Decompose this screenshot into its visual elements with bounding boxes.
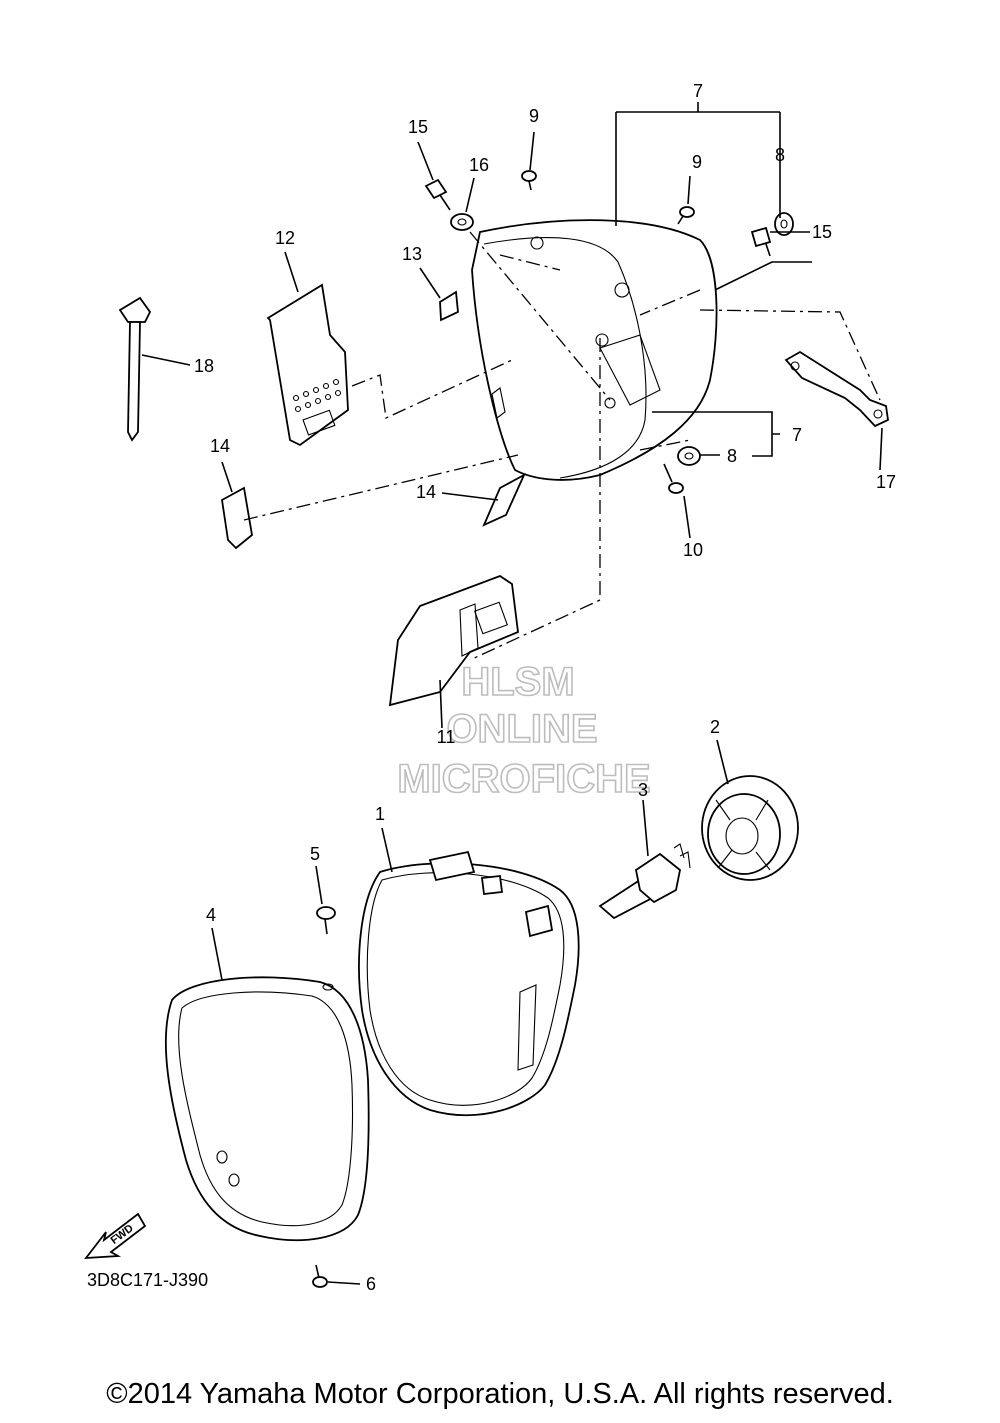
copyright-notice: ©2014 Yamaha Motor Corporation, U.S.A. A… <box>106 1378 894 1410</box>
part-12-cover <box>266 283 349 447</box>
watermark-line2: ONLINE <box>446 707 597 751</box>
part-18-cable-band <box>118 296 152 442</box>
bolt-15-right <box>750 226 772 257</box>
watermark-line1: HLSM <box>461 660 574 704</box>
fwd-arrow-icon: FWD <box>84 1212 147 1260</box>
callout-4: 4 <box>206 905 216 925</box>
callout-10: 10 <box>683 540 703 560</box>
collar-16 <box>450 213 474 231</box>
watermark: HLSM ONLINE MICROFICHE <box>397 659 652 802</box>
callout-7-top: 7 <box>693 81 703 101</box>
callout-18: 18 <box>194 356 214 376</box>
callout-11: 11 <box>437 727 456 747</box>
part-2-cap <box>701 775 799 881</box>
callout-7-bottom: 7 <box>792 425 802 445</box>
screw-10 <box>663 463 684 494</box>
leader-lines <box>141 102 883 1285</box>
callout-9-right: 9 <box>692 152 702 172</box>
grommet-8-top <box>774 212 794 236</box>
headlight-housing <box>471 219 718 481</box>
callout-9-left: 9 <box>529 106 539 126</box>
part-11-cover <box>388 574 519 707</box>
callout-17: 17 <box>876 472 896 492</box>
callout-14-right: 14 <box>416 482 436 502</box>
callout-2: 2 <box>710 717 720 737</box>
callout-14-left: 14 <box>210 436 230 456</box>
watermark-line3: MICROFICHE <box>397 757 650 801</box>
part-4-rim <box>164 976 370 1242</box>
assembly-lines <box>243 231 881 661</box>
grommet-8-bottom <box>677 446 701 466</box>
diagram-code: 3D8C171-J390 <box>87 1270 209 1290</box>
part-1-headlight-unit <box>358 850 580 1117</box>
screw-6 <box>312 1264 328 1288</box>
callout-13: 13 <box>402 244 422 264</box>
part-17-bracket <box>784 350 889 428</box>
part-14-pad-right <box>482 472 526 527</box>
screw-9-right <box>677 206 695 225</box>
callout-12: 12 <box>275 228 295 248</box>
callout-15-right: 15 <box>812 222 832 242</box>
callout-15-left: 15 <box>408 117 428 137</box>
callout-1: 1 <box>375 804 385 824</box>
callout-3: 3 <box>638 780 648 800</box>
part-3-bulb <box>598 843 691 920</box>
bolt-15-left <box>424 178 451 211</box>
callouts: 7 8 9 9 15 16 15 12 13 18 14 14 7 8 17 1… <box>194 81 896 1294</box>
callout-8-top: 8 <box>775 145 785 165</box>
screw-5 <box>316 906 336 935</box>
callout-16: 16 <box>469 155 489 175</box>
callout-8-bottom: 8 <box>727 446 737 466</box>
callout-5: 5 <box>310 844 320 864</box>
screw-9-left <box>521 170 537 191</box>
part-13-label <box>439 290 459 322</box>
callout-6: 6 <box>366 1274 376 1294</box>
part-14-pad-left <box>221 486 253 550</box>
